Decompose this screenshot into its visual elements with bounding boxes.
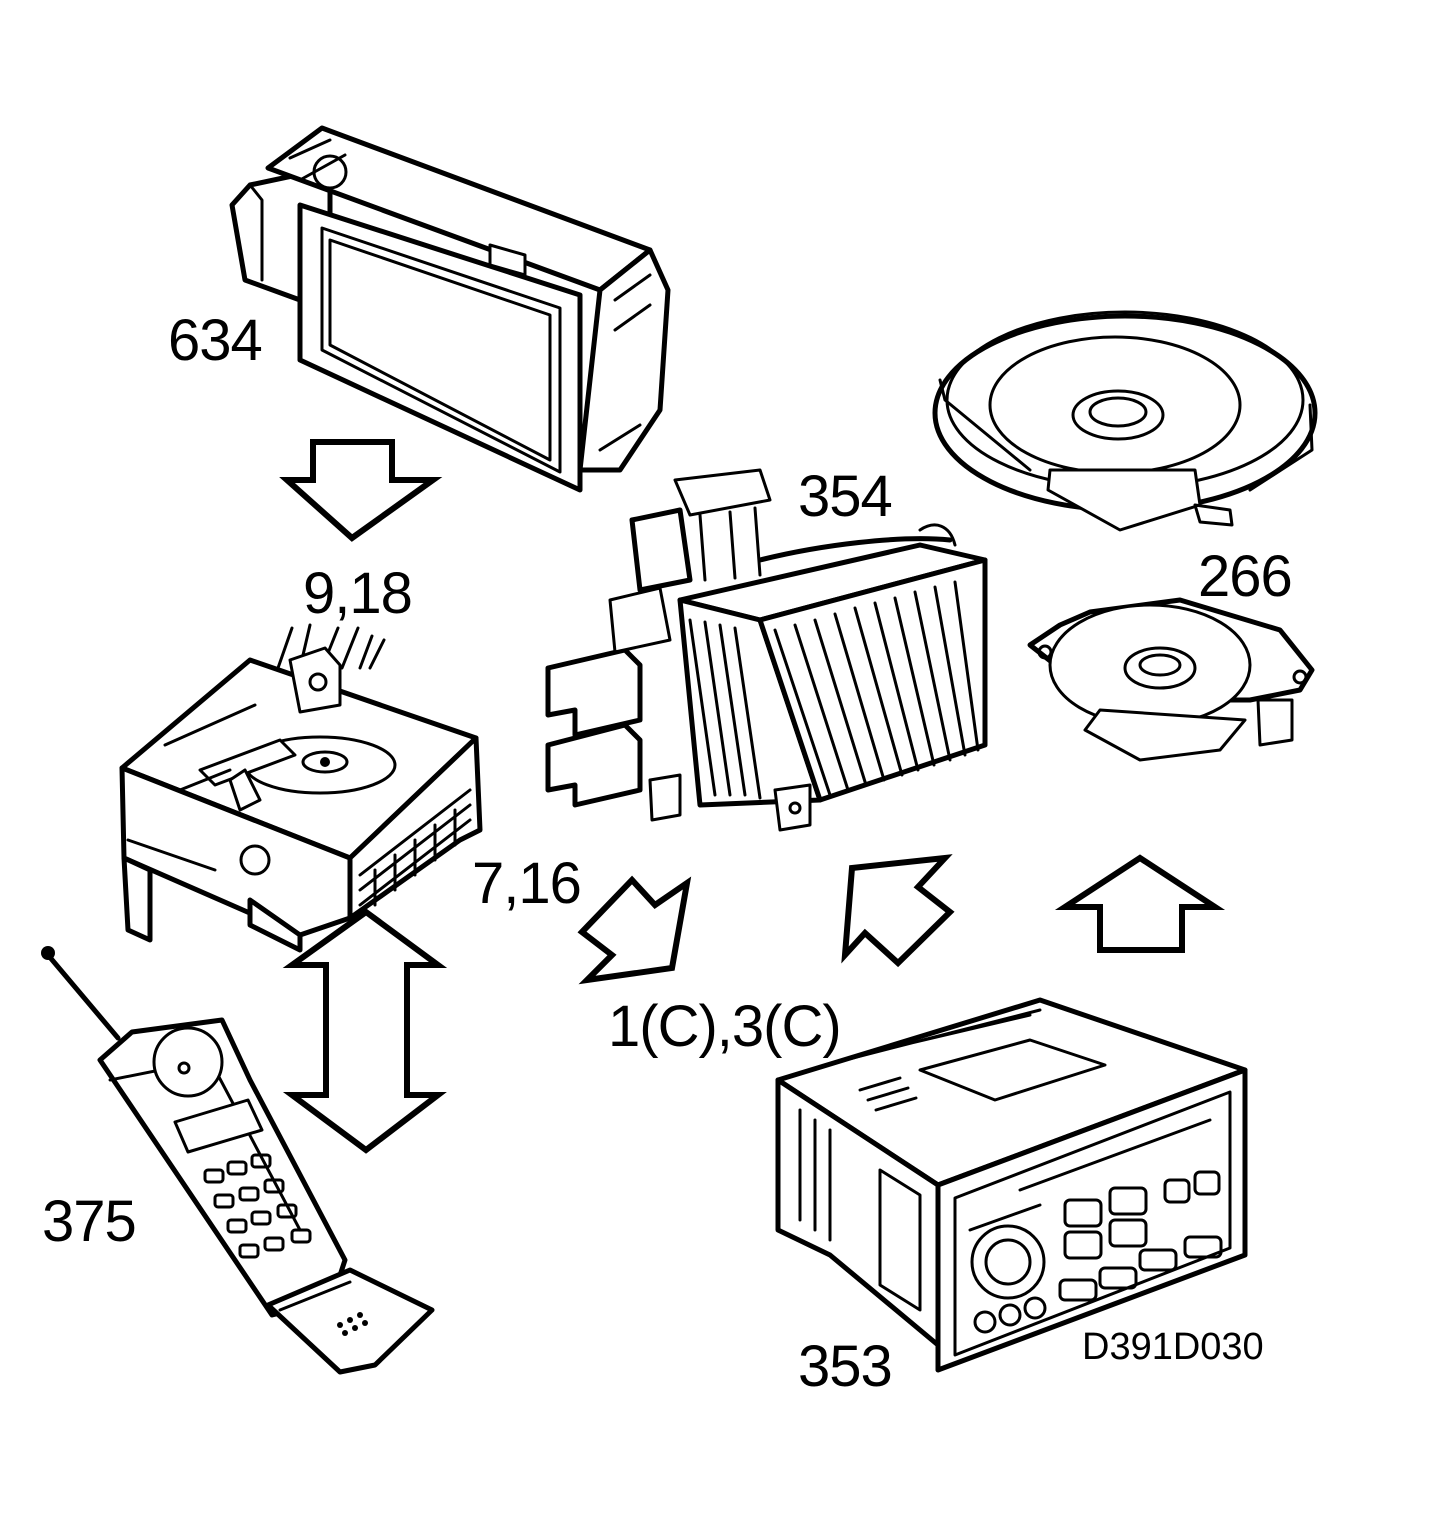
label-speakers: 266 [1198,544,1293,609]
amplifier-drawing [545,468,988,832]
radio-drawing [775,997,1248,1373]
up-arrow [1054,854,1226,953]
label-link-a: 7,16 [472,851,582,916]
speakers-drawing [932,310,1318,762]
label-link-b: 1(C),3(C) [608,994,842,1059]
label-cd-changer: 9,18 [303,561,413,626]
diagonal-arrow-up [841,854,955,968]
down-arrow [279,439,443,542]
cd-changer-drawing [119,623,483,953]
label-amplifier: 354 [798,464,893,529]
drawing-code: D391D030 [1082,1326,1264,1368]
display-unit-drawing [229,125,671,493]
label-radio: 353 [798,1334,893,1399]
phone-drawing [41,946,435,1375]
label-display-unit: 634 [168,308,263,373]
diagonal-arrow-down [577,875,692,985]
double-arrow [282,908,448,1154]
label-phone: 375 [42,1189,137,1254]
